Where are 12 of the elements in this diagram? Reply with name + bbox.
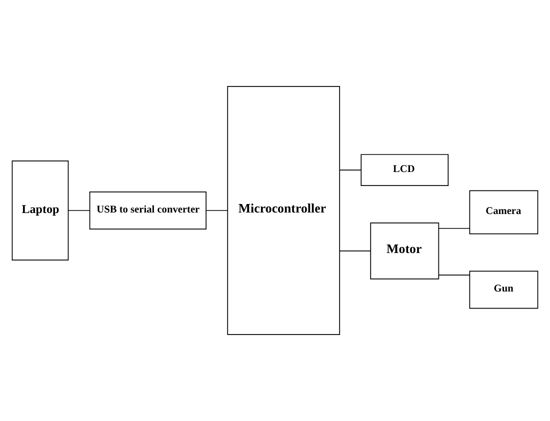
- connector: [438, 274, 470, 276]
- node-box: LCD: [360, 154, 449, 186]
- node-box: Motor: [370, 222, 440, 280]
- connector: [206, 210, 228, 211]
- connector: [68, 210, 90, 211]
- connector: [438, 228, 470, 229]
- connector: [339, 250, 372, 252]
- node-box: USB to serial converter: [89, 192, 207, 230]
- node-box: Laptop: [12, 160, 69, 260]
- node-box: Gun: [469, 270, 538, 309]
- node-box: Camera: [469, 190, 538, 234]
- node-box: Microcontroller: [227, 86, 340, 335]
